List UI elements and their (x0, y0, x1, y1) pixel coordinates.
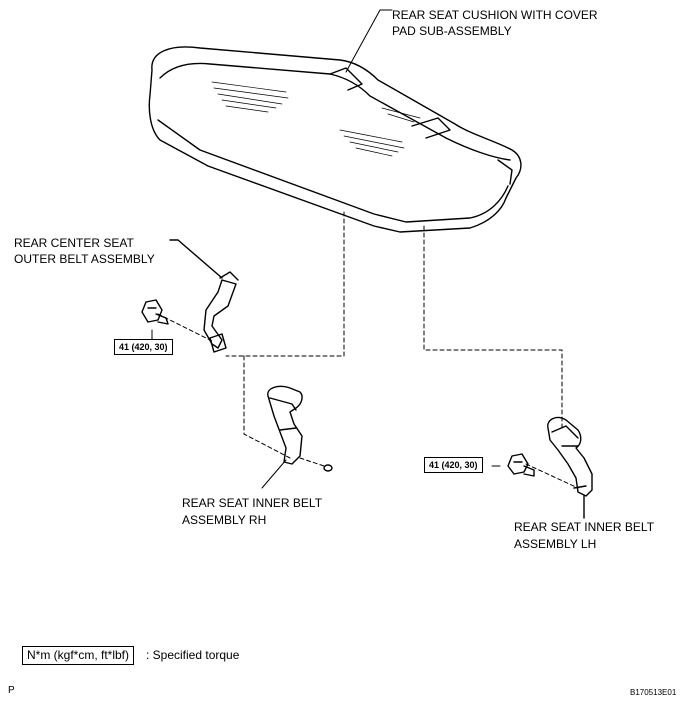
cushion-front-edge (157, 119, 509, 223)
torque-box-left: 41 (420, 30) (114, 339, 173, 355)
cushion-seam-2 (411, 117, 451, 139)
guide-inner-rh (243, 355, 291, 459)
bolt-right-drawing (507, 453, 535, 477)
leader-inner-rh (261, 459, 287, 489)
seat-cushion-drawing (148, 46, 522, 233)
cushion-outline (148, 46, 522, 233)
guide-inner-lh (423, 225, 563, 431)
label-cushion-line2: PAD SUB-ASSEMBLY (392, 24, 512, 38)
center-outer-belt-drawing (169, 239, 239, 353)
corner-mark-left: P (8, 685, 15, 696)
cushion-top-edge (159, 62, 511, 161)
leader-lines (151, 9, 501, 489)
cushion-texture (211, 81, 421, 157)
label-inner-lh-line2: ASSEMBLY LH (514, 537, 597, 551)
label-cushion-line1: REAR SEAT CUSHION WITH COVER (392, 8, 598, 22)
legend-description: : Specified torque (146, 648, 240, 662)
guide-center-belt (225, 211, 345, 357)
label-inner-rh-line2: ASSEMBLY RH (182, 513, 267, 527)
label-center-belt-line2: OUTER BELT ASSEMBLY (14, 252, 155, 266)
cushion-seam-3 (497, 159, 513, 185)
guide-nut-rh (299, 457, 325, 467)
label-center-belt-line1: REAR CENTER SEAT (14, 236, 134, 250)
guide-bolt-left (157, 313, 215, 343)
guide-lines (157, 211, 579, 489)
guide-bolt-right (525, 463, 579, 489)
label-inner-rh-line1: REAR SEAT INNER BELT (182, 496, 323, 510)
nut-rh-drawing (323, 464, 333, 472)
torque-box-right: 41 (420, 30) (424, 457, 483, 473)
inner-belt-lh-drawing (547, 416, 593, 519)
inner-belt-rh-drawing (267, 385, 303, 465)
cushion-seam-1 (329, 67, 363, 91)
legend-unit-box: N*m (kgf*cm, ft*lbf) (22, 646, 135, 665)
figure-id: B170513E01 (630, 688, 677, 697)
label-inner-lh-line1: REAR SEAT INNER BELT (514, 520, 655, 534)
bolt-left-drawing (141, 299, 169, 325)
